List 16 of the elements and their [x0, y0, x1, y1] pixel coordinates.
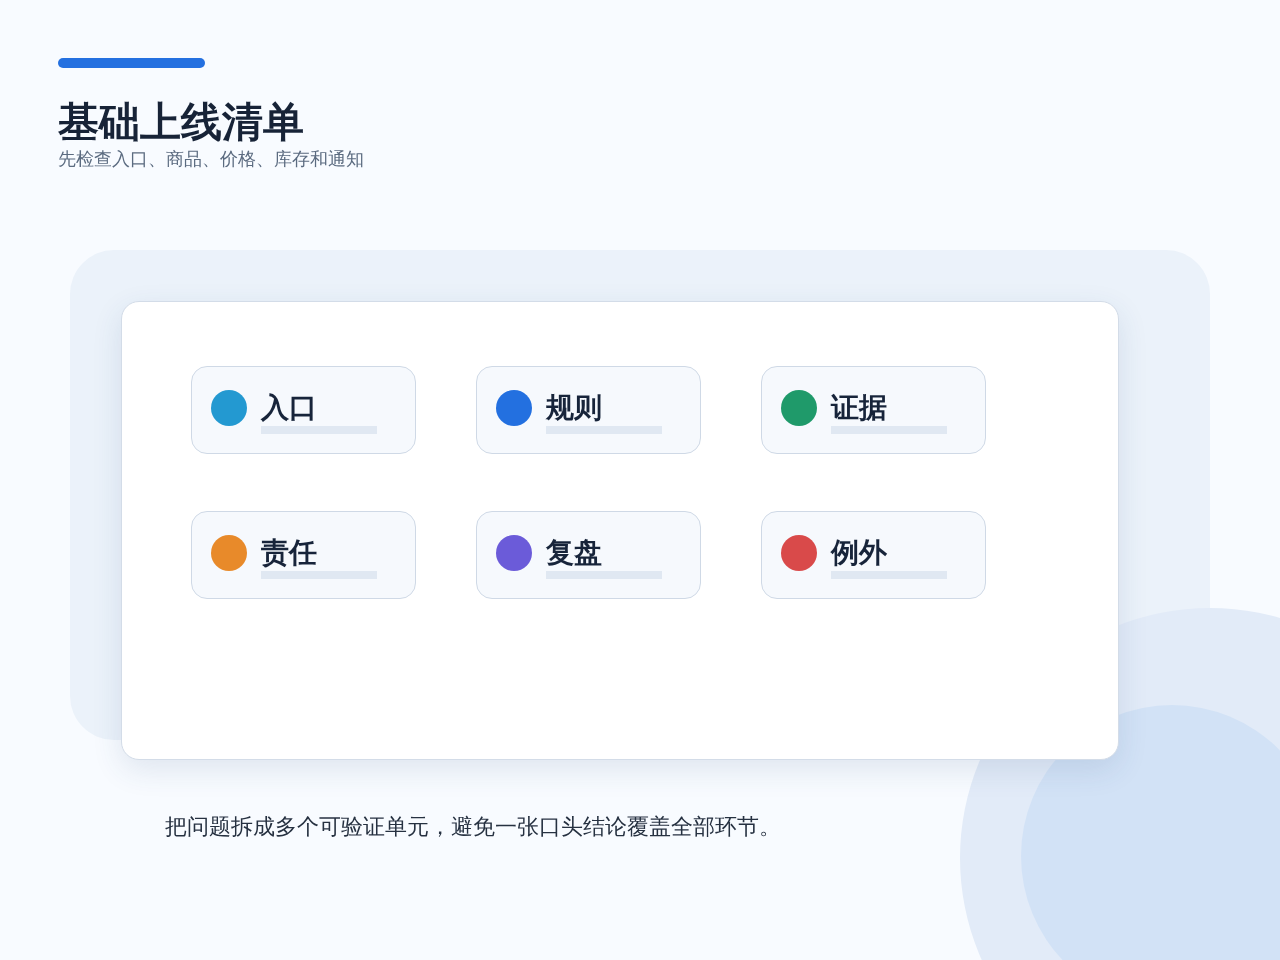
- item-title: 责任: [261, 538, 317, 568]
- checklist-item-card: [476, 511, 701, 599]
- checklist-item-card: [761, 366, 986, 454]
- page-title: 基础上线清单: [58, 98, 304, 146]
- item-title: 复盘: [546, 538, 602, 568]
- checklist-item-card: [191, 511, 416, 599]
- checklist-item-card: [476, 366, 701, 454]
- item-title: 规则: [546, 393, 602, 423]
- checklist-item-card: [191, 366, 416, 454]
- item-title: 证据: [831, 393, 887, 423]
- subtitle: 先检查入口、商品、价格、库存和通知: [58, 147, 364, 171]
- panel-card: [121, 301, 1119, 760]
- item-title: 入口: [261, 393, 317, 423]
- item-title: 例外: [831, 538, 887, 568]
- caption-text: 把问题拆成多个可验证单元，避免一张口头结论覆盖全部环节。: [165, 813, 781, 841]
- checklist-item-card: [761, 511, 986, 599]
